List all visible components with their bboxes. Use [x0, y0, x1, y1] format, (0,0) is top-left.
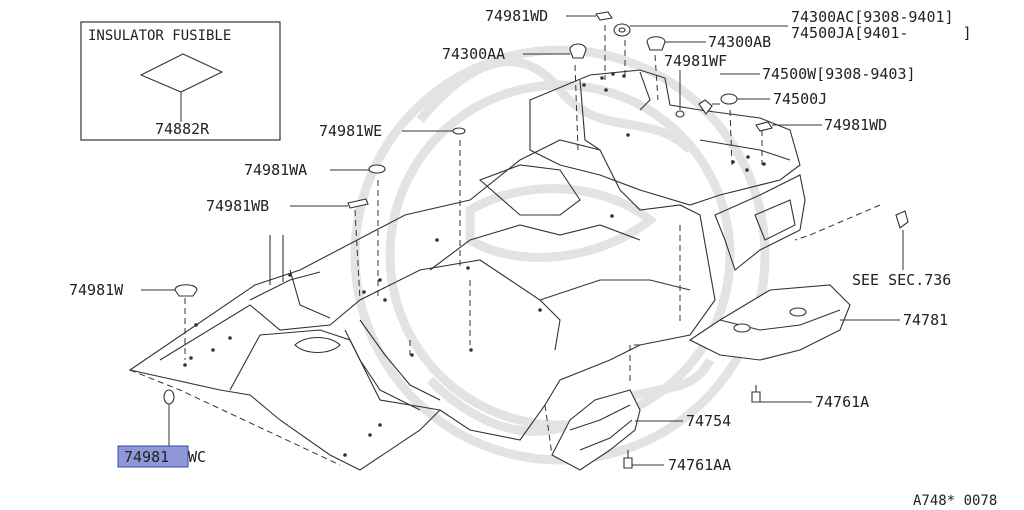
label-74500W[interactable]: 74500W[9308-9403]	[762, 65, 916, 83]
svg-text:74981WD: 74981WD	[485, 7, 548, 25]
clip-74500W	[698, 99, 713, 115]
plug-74981WB	[347, 198, 369, 209]
svg-text:74761AA: 74761AA	[668, 456, 731, 474]
insulator-fusible-pad	[139, 53, 224, 93]
label-74981WD-right[interactable]: 74981WD	[824, 116, 887, 134]
svg-text:74981WB: 74981WB	[206, 197, 269, 215]
grommet-74981W	[174, 284, 198, 297]
plug-74981WD-top	[595, 11, 613, 21]
svg-text:74300AA: 74300AA	[442, 45, 505, 63]
label-74981WF[interactable]: 74981WF	[664, 52, 727, 70]
inset-box: INSULATOR FUSIBLE 74882R	[80, 21, 281, 141]
watermark-emblem	[350, 45, 770, 465]
bolt-74761AA	[623, 457, 633, 469]
label-74981WA[interactable]: 74981WA	[244, 161, 307, 179]
label-74981WD-top[interactable]: 74981WD	[485, 7, 548, 25]
label-74300AA[interactable]: 74300AA	[442, 45, 505, 63]
plug-74981WF	[675, 110, 685, 118]
svg-text:74300AB: 74300AB	[708, 33, 771, 51]
rear-heat-insulator	[714, 174, 806, 271]
label-74500J[interactable]: 74500J	[773, 90, 827, 108]
grommet-74300AB	[646, 36, 666, 51]
svg-text:74981WF: 74981WF	[664, 52, 727, 70]
fasteners	[163, 11, 909, 469]
label-74981WB[interactable]: 74981WB	[206, 197, 269, 215]
heat-insulator-74754	[551, 389, 641, 471]
svg-text:WC: WC	[188, 448, 206, 466]
svg-text:SEE SEC.736: SEE SEC.736	[852, 271, 951, 289]
mounting-holes	[183, 72, 766, 457]
plug-74981WE	[452, 127, 466, 135]
label-74781[interactable]: 74781	[903, 311, 948, 329]
svg-text:74500W[9308-9403]: 74500W[9308-9403]	[762, 65, 916, 83]
svg-text:74500JA[9401- ]: 74500JA[9401- ]	[791, 24, 972, 42]
dashed-guides	[129, 25, 881, 466]
label-74300AC[interactable]: 74300AC[9308-9401]	[791, 8, 954, 26]
clip-74500J	[720, 93, 738, 105]
label-74754[interactable]: 74754	[686, 412, 731, 430]
svg-text:74500J: 74500J	[773, 90, 827, 108]
svg-text:74754: 74754	[686, 412, 731, 430]
leader-lines	[141, 15, 904, 466]
label-74300AB[interactable]: 74300AB	[708, 33, 771, 51]
plug-74981WC	[163, 389, 175, 405]
diagram-reference-code: A748* 0078	[913, 493, 997, 509]
label-74981WC[interactable]: 74981 WC	[117, 445, 206, 468]
heat-insulator-74781	[688, 284, 851, 361]
svg-text:74981WD: 74981WD	[824, 116, 887, 134]
svg-text:74882R: 74882R	[155, 120, 210, 138]
label-74981WE[interactable]: 74981WE	[319, 122, 382, 140]
label-74882R[interactable]: 74882R	[155, 120, 210, 138]
label-74981W[interactable]: 74981W	[69, 281, 124, 299]
svg-text:74981WA: 74981WA	[244, 161, 307, 179]
plug-74981WD-right	[755, 121, 773, 132]
svg-text:74981WE: 74981WE	[319, 122, 382, 140]
grommet-74300AA	[569, 43, 587, 59]
label-74761A[interactable]: 74761A	[815, 393, 869, 411]
inset-title: INSULATOR FUSIBLE	[88, 28, 231, 44]
label-highlight	[117, 445, 189, 468]
bolt-74761A	[751, 391, 761, 403]
label-74761AA[interactable]: 74761AA	[668, 456, 731, 474]
bracket-sec-736	[895, 210, 909, 229]
svg-text:74300AC[9308-9401]: 74300AC[9308-9401]	[791, 8, 954, 26]
svg-text:74781: 74781	[903, 311, 948, 329]
svg-text:74981: 74981	[124, 448, 169, 466]
plug-74981WA	[368, 164, 386, 174]
label-74500JA[interactable]: 74500JA[9401- ]	[791, 24, 972, 42]
svg-text:74761A: 74761A	[815, 393, 869, 411]
svg-text:74981W: 74981W	[69, 281, 124, 299]
label-see-sec-736[interactable]: SEE SEC.736	[852, 271, 951, 289]
